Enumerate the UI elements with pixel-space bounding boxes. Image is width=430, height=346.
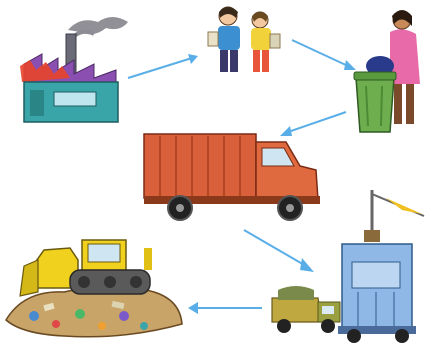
flow-arrow-5 — [184, 298, 266, 318]
flow-arrow-1 — [124, 50, 204, 82]
bulldozer-landfill-icon — [4, 230, 186, 342]
trash-bin-icon — [350, 4, 428, 136]
factory-icon — [10, 8, 130, 126]
family-shopping-icon — [198, 2, 290, 78]
sorting-facility-icon — [268, 186, 428, 344]
